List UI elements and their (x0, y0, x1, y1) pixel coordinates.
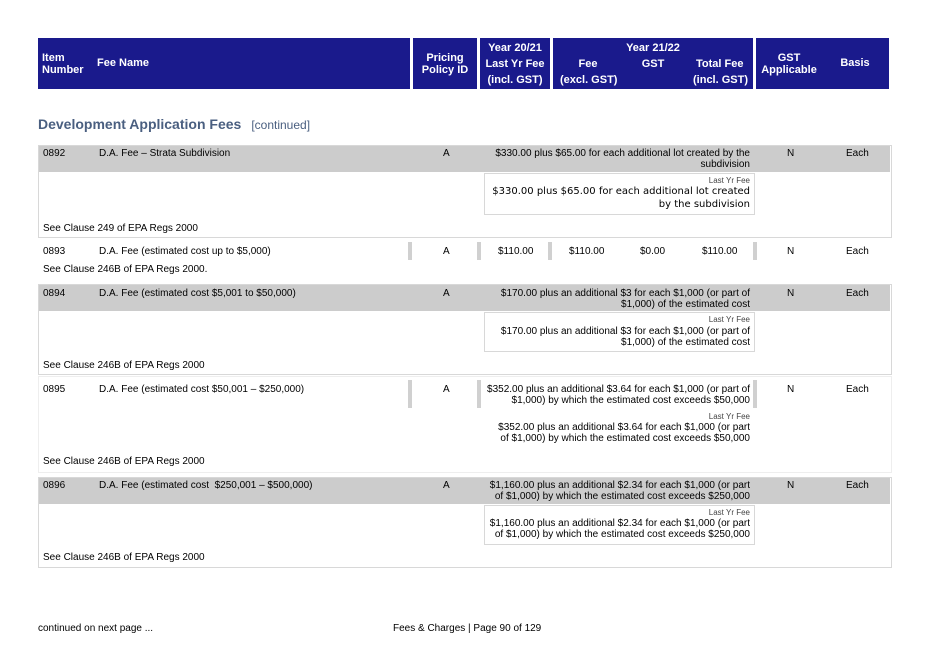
row-0896-lastyr-line1: $1,160.00 plus an additional $2.34 for e… (489, 518, 750, 529)
header-policy-line2: Policy ID (421, 64, 469, 76)
header-pricing-policy: Pricing Policy ID (413, 52, 477, 76)
row-0892-fee-line2: subdivision (700, 159, 750, 170)
header-gst: GST (641, 58, 665, 70)
header-fee: Fee (578, 58, 598, 70)
header-total-fee: Total Fee (696, 58, 744, 70)
footer-page-number: Fees & Charges | Page 90 of 129 (393, 623, 542, 634)
row-0892-fee-line1: $330.00 plus $65.00 for each additional … (495, 148, 750, 159)
row-0893-gst-applicable: N (787, 246, 795, 257)
row-0894-bar (39, 285, 890, 311)
section-title-text: Development Application Fees (38, 116, 242, 132)
row-0895-lastyr-line1: $352.00 plus an additional $3.64 for eac… (498, 422, 750, 433)
header-item-line2: Number (42, 64, 84, 76)
header-gst-applicable: GST Applicable (756, 52, 822, 76)
row-0894-policy: A (443, 288, 450, 299)
row-0894-lastyr-line1: $170.00 plus an additional $3 for each $… (500, 326, 750, 337)
row-0894-gst-applicable: N (787, 288, 795, 299)
row-0892-policy: A (443, 148, 450, 159)
row-0896-name: D.A. Fee (estimated cost $250,001 – $500… (99, 480, 313, 491)
row-0895-sep1 (408, 380, 412, 408)
header-item-number: Item Number (42, 52, 84, 76)
row-0896-lastyr-line2: of $1,000) by which the estimated cost e… (494, 529, 750, 540)
header-year2122-cell: Year 21/22 Fee (excl. GST) GST Total Fee… (553, 38, 753, 89)
row-0893-sep3 (548, 242, 552, 260)
row-0893-total: $110.00 (702, 246, 738, 257)
header-year-2021: Year 20/21 (488, 42, 542, 54)
row-0893-policy: A (443, 246, 450, 257)
header-incl-gst2: (incl. GST) (693, 74, 748, 86)
row-0894-lastyr-line2: $1,000) of the estimated cost (621, 337, 750, 348)
row-0892-gst-applicable: N (787, 148, 795, 159)
row-0892-lastyr-line1: $330.00 plus $65.00 for each additional … (492, 186, 750, 197)
header-item-name-cell: Item Number Fee Name (38, 38, 410, 89)
section-continued: [continued] (251, 118, 311, 132)
footer-continued: continued on next page ... (38, 623, 154, 634)
header-last-yr-fee: Last Yr Fee (485, 58, 545, 70)
header-policy-cell: Pricing Policy ID (413, 38, 477, 89)
row-0894-item: 0894 (43, 288, 66, 299)
row-0893-basis: Each (846, 246, 869, 257)
row-0892-bar (39, 146, 890, 172)
row-0895-sep2 (477, 380, 481, 408)
row-0895-note: See Clause 246B of EPA Regs 2000 (43, 456, 205, 467)
header-lastyr-cell: Year 20/21 Last Yr Fee (incl. GST) (480, 38, 550, 89)
row-0894-name: D.A. Fee (estimated cost $5,001 to $50,0… (99, 288, 296, 299)
row-0894-basis: Each (846, 288, 869, 299)
row-0894-note: See Clause 246B of EPA Regs 2000 (43, 360, 205, 371)
row-0893-sep4 (753, 242, 757, 260)
header-item-line1: Item (42, 52, 65, 64)
row-0892-note: See Clause 249 of EPA Regs 2000 (43, 223, 198, 234)
header-basis: Basis (840, 57, 870, 69)
row-0892-name: D.A. Fee – Strata Subdivision (99, 148, 231, 159)
row-0896-lastyr-label: Last Yr Fee (708, 508, 750, 517)
row-0895-basis: Each (846, 384, 869, 395)
row-0896-item: 0896 (43, 480, 66, 491)
row-0892-basis: Each (846, 148, 869, 159)
row-0893-sep2 (477, 242, 481, 260)
header-incl-gst: (incl. GST) (487, 74, 543, 86)
row-0893-gst: $0.00 (640, 246, 666, 257)
row-0894-lastyr-label: Last Yr Fee (708, 315, 750, 324)
row-0895-box (38, 376, 892, 473)
section-title: Development Application Fees [continued] (38, 116, 310, 132)
row-0896-note: See Clause 246B of EPA Regs 2000 (43, 552, 205, 563)
row-0894-lastyr-box (484, 312, 755, 352)
row-0896-basis: Each (846, 480, 869, 491)
row-0894-fee-line1: $170.00 plus an additional $3 for each $… (500, 288, 750, 299)
row-0895-name: D.A. Fee (estimated cost $50,001 – $250,… (99, 384, 305, 395)
row-0895-fee-line1: $352.00 plus an additional $3.64 for eac… (487, 384, 750, 395)
header-gst-line2: Applicable (761, 64, 817, 76)
row-0896-bar (39, 478, 890, 504)
row-0895-gst-applicable: N (787, 384, 795, 395)
row-0893-lastyr: $110.00 (498, 246, 534, 257)
row-0896-lastyr-box (484, 505, 755, 545)
row-0895-sep3 (753, 380, 757, 408)
row-0895-lastyr-label: Last Yr Fee (708, 412, 750, 421)
row-0896-policy: A (443, 480, 450, 491)
row-0895-policy: A (443, 384, 450, 395)
header-policy-line1: Pricing (426, 52, 464, 64)
row-0893-sep1 (408, 242, 412, 260)
row-0893-name: D.A. Fee (estimated cost up to $5,000) (99, 246, 271, 257)
row-0895-fee-line2: $1,000) by which the estimated cost exce… (511, 395, 750, 406)
row-0892-lastyr-line2: by the subdivision (658, 199, 750, 210)
row-0893-note: See Clause 246B of EPA Regs 2000. (43, 264, 208, 275)
row-0893-item: 0893 (43, 246, 66, 257)
row-0895-item: 0895 (43, 384, 66, 395)
row-0895-lastyr-line2: of $1,000) by which the estimated cost e… (500, 433, 750, 444)
header-year-2122: Year 21/22 (626, 42, 680, 54)
row-0892-item: 0892 (43, 148, 66, 159)
header-gst-basis-cell: GST Applicable Basis (756, 38, 889, 89)
row-0896-fee-line2: of $1,000) by which the estimated cost e… (494, 491, 750, 502)
row-0896-fee-line1: $1,160.00 plus an additional $2.34 for e… (489, 480, 750, 491)
row-0892-lastyr-label: Last Yr Fee (708, 176, 750, 185)
header-gst-line1: GST (777, 52, 801, 64)
row-0892-lastyr-box (484, 173, 755, 215)
header-fee-name: Fee Name (97, 57, 149, 69)
row-0896-gst-applicable: N (787, 480, 795, 491)
header-excl-gst: (excl. GST) (560, 74, 618, 86)
row-0894-fee-line2: $1,000) of the estimated cost (621, 299, 750, 310)
row-0893-fee: $110.00 (569, 246, 605, 257)
